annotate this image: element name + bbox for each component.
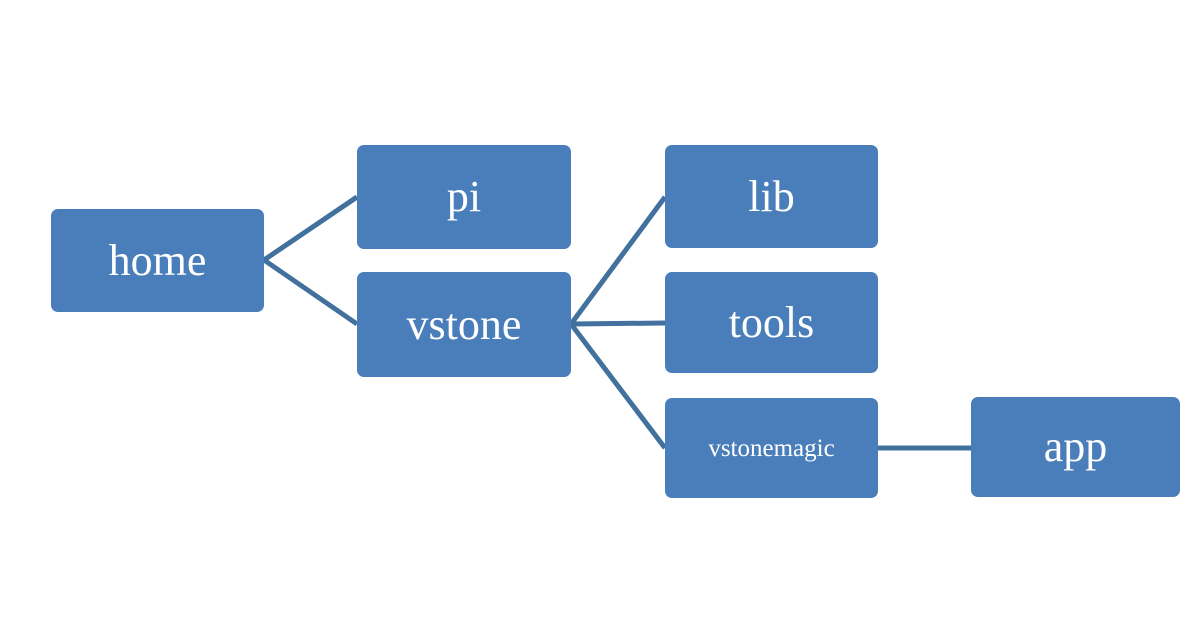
node-label-app: app xyxy=(1043,422,1108,471)
node-vstone[interactable]: vstone xyxy=(357,272,571,377)
edge-vstone-tools xyxy=(570,320,666,327)
node-label-pi: pi xyxy=(446,172,482,221)
node-pi[interactable]: pi xyxy=(357,145,571,249)
node-vstonemagic[interactable]: vstonemagic xyxy=(665,398,878,498)
node-lib[interactable]: lib xyxy=(665,145,878,248)
node-home[interactable]: home xyxy=(51,209,264,312)
node-label-tools: tools xyxy=(728,297,815,347)
node-label-home: home xyxy=(108,235,207,285)
node-label-lib: lib xyxy=(748,171,795,221)
edge-vstone-lib xyxy=(568,195,668,326)
node-tools[interactable]: tools xyxy=(665,272,878,373)
node-label-vstonemagic: vstonemagic xyxy=(708,434,835,462)
edge-home-vstone xyxy=(262,257,359,327)
node-app[interactable]: app xyxy=(971,397,1180,497)
edge-vstone-vstonemagic xyxy=(569,322,667,450)
edge-home-pi xyxy=(262,194,359,263)
node-label-vstone: vstone xyxy=(406,299,522,349)
